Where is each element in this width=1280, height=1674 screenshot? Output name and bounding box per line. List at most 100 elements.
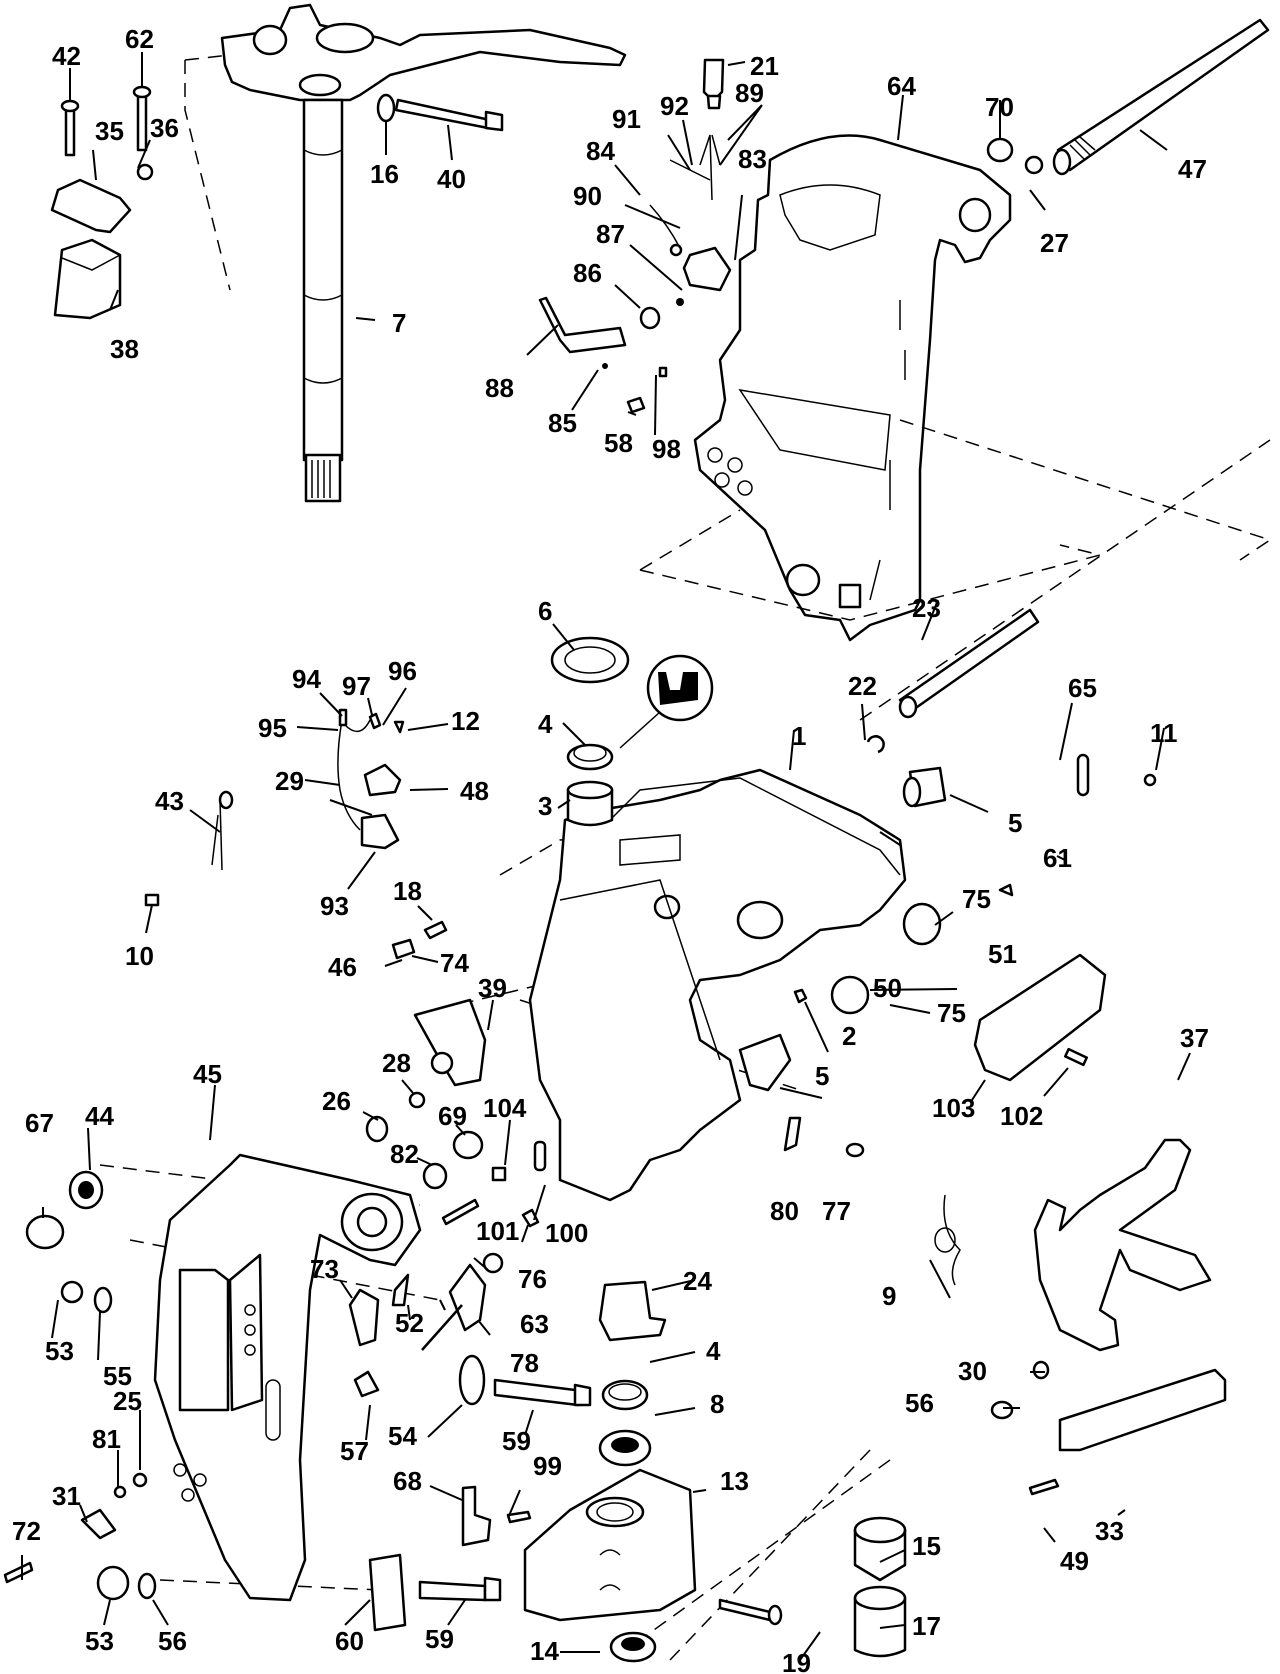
callout-104: 104	[483, 1093, 527, 1123]
callout-26: 26	[322, 1086, 351, 1116]
callout-37: 37	[1180, 1023, 1209, 1053]
callout-1: 1	[792, 721, 806, 751]
callout-89: 89	[735, 78, 764, 108]
callout-93: 93	[320, 891, 349, 921]
leader-lines	[21, 52, 1191, 1661]
callout-35: 35	[95, 116, 124, 146]
callout-61: 61	[1043, 843, 1072, 873]
callout-73: 73	[310, 1254, 339, 1284]
callout-45: 45	[193, 1059, 222, 1089]
callout-90: 90	[573, 181, 602, 211]
callout-31: 31	[52, 1481, 81, 1511]
steering-shaft-7	[220, 3, 627, 503]
callout-94: 94	[292, 664, 321, 694]
callout-56-lower: 56	[158, 1626, 187, 1656]
callout-75-lower: 75	[937, 998, 966, 1028]
tilt-switch-group	[538, 58, 732, 414]
callout-91: 91	[612, 104, 641, 134]
trim-sender-wiring	[144, 708, 487, 1109]
callout-4-upper: 4	[538, 709, 553, 739]
callout-75-upper: 75	[962, 884, 991, 914]
callout-12: 12	[451, 706, 480, 736]
callout-70: 70	[985, 92, 1014, 122]
callout-2: 2	[842, 1021, 856, 1051]
callout-87: 87	[596, 219, 625, 249]
callout-47: 47	[1178, 154, 1207, 184]
callout-27: 27	[1040, 228, 1069, 258]
tilt-tube-47	[986, 18, 1270, 176]
callout-67: 67	[25, 1108, 54, 1138]
callout-25: 25	[113, 1386, 142, 1416]
callout-39: 39	[478, 973, 507, 1003]
callout-11: 11	[1150, 718, 1178, 748]
stern-bracket-64	[693, 134, 1012, 642]
callout-10: 10	[125, 941, 154, 971]
callout-50: 50	[873, 973, 902, 1003]
callout-42: 42	[52, 41, 81, 71]
callout-22: 22	[848, 671, 877, 701]
callout-29: 29	[275, 766, 304, 796]
callout-59-lower: 59	[425, 1624, 454, 1654]
callout-28: 28	[382, 1048, 411, 1078]
callout-63: 63	[520, 1309, 549, 1339]
callout-40: 40	[437, 164, 466, 194]
callout-3: 3	[538, 791, 552, 821]
bolt-40	[376, 93, 504, 132]
callout-58: 58	[604, 428, 633, 458]
callout-82: 82	[390, 1139, 419, 1169]
small-hardware-upper-left	[50, 85, 154, 320]
callout-5-lower: 5	[815, 1061, 829, 1091]
callout-18: 18	[393, 876, 422, 906]
callout-59-upper: 59	[502, 1426, 531, 1456]
callout-7: 7	[392, 308, 406, 338]
callout-65: 65	[1068, 673, 1097, 703]
callout-5-upper: 5	[1008, 808, 1022, 838]
callout-53-lower: 53	[85, 1626, 114, 1656]
callout-48: 48	[460, 776, 489, 806]
tilt-lever-group	[934, 1138, 1227, 1496]
callout-92: 92	[660, 91, 689, 121]
callout-24: 24	[683, 1266, 712, 1296]
callout-4-lower: 4	[706, 1336, 721, 1366]
callout-78: 78	[510, 1348, 539, 1378]
callout-72: 72	[12, 1516, 41, 1546]
callout-102: 102	[1000, 1101, 1043, 1131]
callout-54: 54	[388, 1421, 417, 1451]
callout-23: 23	[912, 593, 941, 623]
callout-86: 86	[573, 258, 602, 288]
callout-76: 76	[518, 1264, 547, 1294]
callout-83: 83	[738, 144, 767, 174]
clamp-bracket-45	[3, 1153, 422, 1602]
callout-38: 38	[110, 334, 139, 364]
callout-74: 74	[440, 948, 469, 978]
callout-51: 51	[988, 939, 1017, 969]
callout-98: 98	[652, 434, 681, 464]
callout-57: 57	[340, 1436, 369, 1466]
callout-36: 36	[150, 113, 179, 143]
callout-68: 68	[393, 1466, 422, 1496]
callout-100: 100	[545, 1218, 588, 1248]
callout-85: 85	[548, 408, 577, 438]
callout-101: 101	[476, 1216, 519, 1246]
callout-52: 52	[395, 1308, 424, 1338]
callout-69: 69	[438, 1101, 467, 1131]
tilt-lock-hardware	[348, 1115, 592, 1632]
callout-96: 96	[388, 656, 417, 686]
callout-labels: 42 62 35 36 16 40 7 38 21 91 92 89 84 83…	[12, 24, 1209, 1656]
callout-95: 95	[258, 713, 287, 743]
callout-16: 16	[370, 159, 399, 189]
callout-53-upper: 53	[45, 1336, 74, 1366]
callout-88: 88	[485, 373, 514, 403]
callout-64: 64	[887, 71, 916, 101]
callout-46: 46	[328, 952, 357, 982]
callout-103: 103	[932, 1093, 975, 1123]
callout-97: 97	[342, 671, 371, 701]
callout-55: 55	[103, 1361, 132, 1391]
upper-middle-hardware	[550, 608, 1157, 1092]
callout-44: 44	[85, 1101, 114, 1131]
callout-43: 43	[155, 786, 184, 816]
callout-21: 21	[750, 51, 779, 81]
small-clips	[783, 1116, 865, 1158]
callout-81: 81	[92, 1424, 121, 1454]
